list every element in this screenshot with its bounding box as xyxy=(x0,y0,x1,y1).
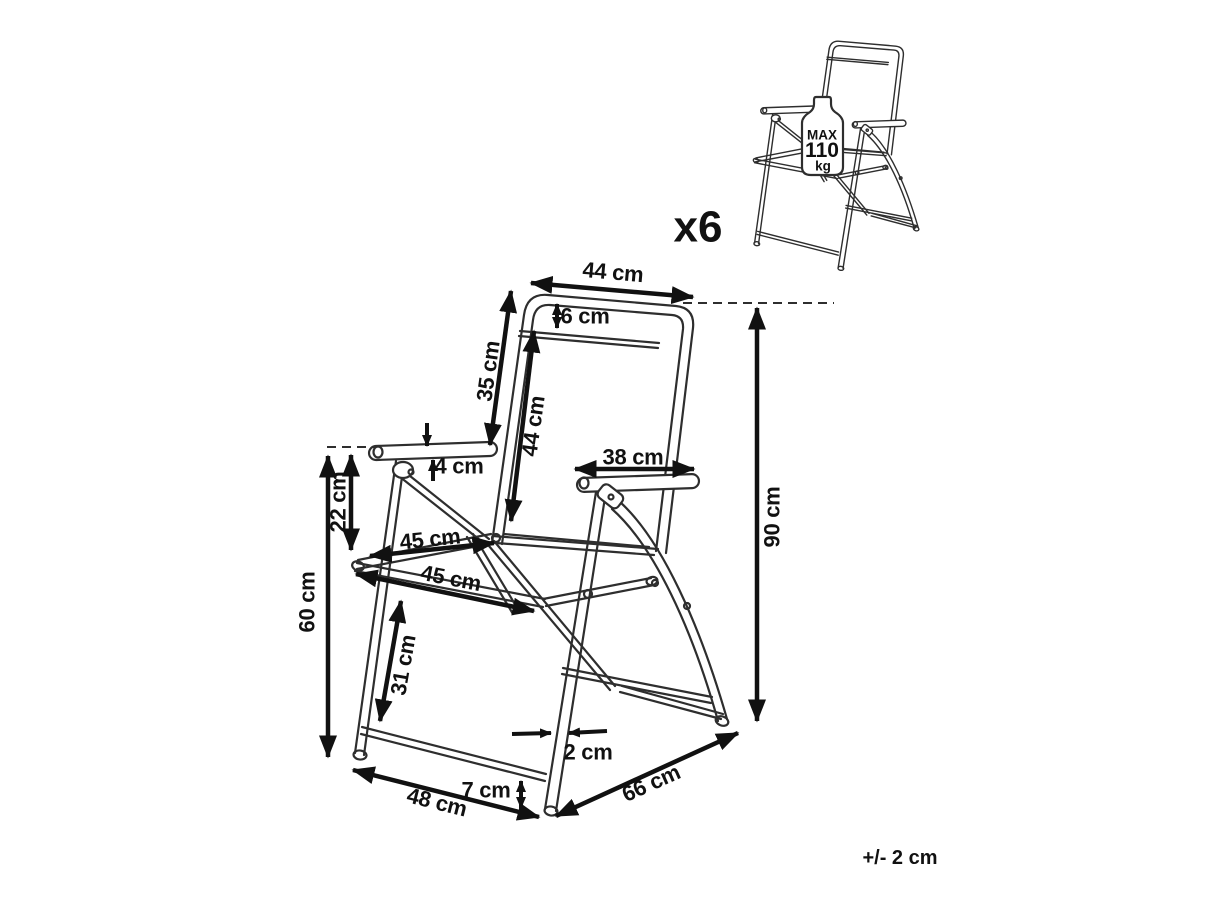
dim-seat-depth: 45 cm xyxy=(368,523,496,563)
dim-base-front-width-label: 48 cm xyxy=(404,783,469,822)
weight-value-label: 110 xyxy=(805,139,839,162)
dim-seat-width-arrow xyxy=(354,569,536,616)
weight-unit-label: kg xyxy=(815,159,831,174)
dim-backrest-top-width-arrow xyxy=(529,275,695,305)
dim-armrest-tube-height: 4 cm xyxy=(422,423,484,481)
dim-armrest-tube-height-label: 4 cm xyxy=(435,454,484,479)
quantity-label: x6 xyxy=(674,203,723,252)
tolerance-note: +/- 2 cm xyxy=(862,847,937,869)
max-weight-icon: MAX 110 kg xyxy=(800,95,845,177)
dim-armrest-height-label: 60 cm xyxy=(295,572,320,633)
dim-armrest-inner-width: 38 cm xyxy=(573,445,696,478)
dim-tube-diameter-label: 2 cm xyxy=(564,740,613,765)
dim-armrest-inner-width-label: 38 cm xyxy=(603,445,664,470)
main-chair-drawing xyxy=(349,293,731,818)
dim-tube-diameter-right-arrow xyxy=(511,728,552,739)
dim-backrest-top-width: 44 cm xyxy=(529,257,695,305)
dimension-callouts: 44 cm 6 cm 35 cm 44 cm 38 cm 4 cm 22 cm xyxy=(295,257,785,822)
dim-backrest-upper-section-arrow xyxy=(483,289,518,447)
dim-front-leg-section: 31 cm xyxy=(374,599,421,723)
dim-base-side-depth-label: 66 cm xyxy=(618,759,684,807)
dim-overall-height-label: 90 cm xyxy=(760,487,785,548)
dim-armrest-height: 60 cm xyxy=(295,454,337,759)
dim-tube-diameter-left-arrow xyxy=(568,727,608,738)
dim-front-leg-section-label: 31 cm xyxy=(385,633,420,697)
dim-overall-height: 90 cm xyxy=(748,306,785,723)
dim-front-leg-section-arrow xyxy=(374,599,407,723)
dim-backrest-upper-section: 35 cm xyxy=(471,289,518,447)
dim-base-side-depth-arrow xyxy=(554,730,740,819)
dim-backrest-top-width-label: 44 cm xyxy=(582,257,645,287)
dim-seat-depth-arrow xyxy=(368,536,496,563)
dim-base-front-width: 48 cm xyxy=(351,766,541,822)
dim-headrest-depth-label: 6 cm xyxy=(561,304,610,329)
dim-tube-diameter: 2 cm xyxy=(511,727,613,765)
dim-base-front-width-arrow xyxy=(351,766,541,821)
weight-prefix-label: MAX xyxy=(807,128,837,143)
dim-backrest-fabric-length-arrow xyxy=(504,329,541,523)
dim-headrest-depth: 6 cm xyxy=(552,303,610,329)
dim-backrest-upper-section-label: 35 cm xyxy=(471,339,504,403)
